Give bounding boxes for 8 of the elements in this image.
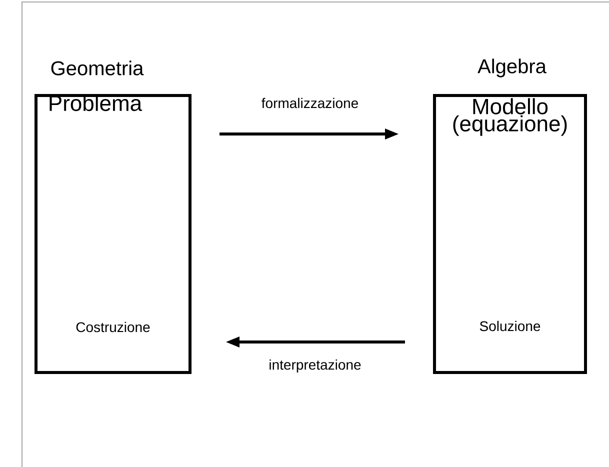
box-text: Soluzione [480,320,540,332]
box-text: Costruzione [76,322,150,332]
box-heading: Geometria [51,60,144,76]
box-title: Problema [50,94,142,112]
box-heading: Algebra [478,58,546,78]
edge-label: interpretazione [268,358,362,374]
box-title: Modello (equazione) [453,98,567,136]
edge-label: formalizzazione [260,96,360,110]
